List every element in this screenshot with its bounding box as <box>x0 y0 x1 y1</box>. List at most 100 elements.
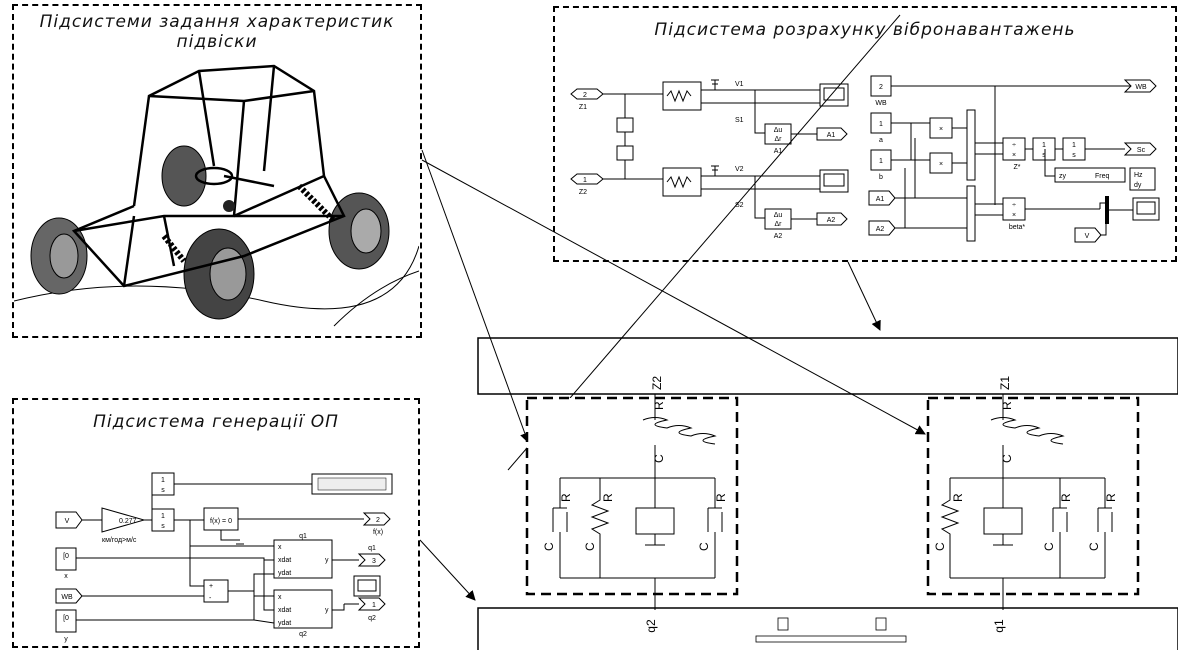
svg-text:1: 1 <box>372 602 376 609</box>
suspension-block-2 <box>663 168 701 196</box>
svg-text:y: y <box>325 557 329 564</box>
svg-text:V: V <box>1085 233 1090 240</box>
svg-text:÷: ÷ <box>1012 202 1016 209</box>
svg-text:2: 2 <box>879 84 883 91</box>
svg-text:C: C <box>1087 542 1101 551</box>
svg-text:Z2: Z2 <box>650 376 664 390</box>
svg-text:ydat: ydat <box>278 620 291 627</box>
svg-text:Δr: Δr <box>774 221 782 228</box>
svg-text:C: C <box>697 542 711 551</box>
svg-text:Hz: Hz <box>1134 172 1143 179</box>
svg-text:×: × <box>939 126 943 133</box>
svg-text:xdat: xdat <box>278 557 291 564</box>
road-profile-panel: Підсистема генерації ОП V 0.277 км/год>м… <box>12 398 420 648</box>
svg-text:beta*: beta* <box>1009 224 1026 231</box>
svg-text:A2: A2 <box>827 217 836 224</box>
svg-text:Z2: Z2 <box>579 189 587 196</box>
svg-text:C: C <box>1042 542 1056 551</box>
svg-text:R: R <box>1000 401 1014 410</box>
svg-text:s: s <box>161 487 165 494</box>
svg-text:q1: q1 <box>992 619 1006 633</box>
svg-text:Z*: Z* <box>1014 164 1021 171</box>
svg-text:WB: WB <box>61 594 73 601</box>
svg-text:C: C <box>583 542 597 551</box>
svg-text:R: R <box>1104 493 1118 502</box>
svg-text:q1: q1 <box>299 533 307 540</box>
mux-bar-1 <box>967 110 975 180</box>
vibro-panel-title: Підсистема розрахунку віброн­авантажень <box>555 20 1175 40</box>
svg-text:Z1: Z1 <box>998 376 1012 390</box>
svg-text:1: 1 <box>161 477 165 484</box>
svg-text:V2: V2 <box>735 166 744 173</box>
mass-block-bottom <box>617 146 633 160</box>
svg-text:[0: [0 <box>63 615 69 622</box>
car-body-beam <box>478 338 1178 394</box>
svg-text:S1: S1 <box>735 117 744 124</box>
svg-text:V1: V1 <box>735 81 744 88</box>
svg-text:dy: dy <box>1134 182 1142 189</box>
road-panel-title: Підсистема генерації ОП <box>14 412 418 432</box>
svg-text:q2: q2 <box>299 631 307 638</box>
svg-text:A1: A1 <box>827 132 836 139</box>
svg-text:y: y <box>325 607 329 614</box>
svg-text:x: x <box>64 573 68 580</box>
svg-text:q1: q1 <box>368 545 376 552</box>
svg-text:A2: A2 <box>876 226 885 233</box>
svg-text:C: C <box>542 542 556 551</box>
svg-text:x: x <box>278 544 282 551</box>
svg-text:zy: zy <box>1059 173 1067 180</box>
svg-text:Z1: Z1 <box>579 104 587 111</box>
svg-text:R: R <box>1059 493 1073 502</box>
svg-text:x: x <box>278 594 282 601</box>
svg-text:C: C <box>1000 454 1014 463</box>
svg-text:ydat: ydat <box>278 570 291 577</box>
mux-black-bar <box>1105 196 1109 224</box>
vibro-simulink-diagram: 2 Z1 1 Z2 V1 S1 V2 S2 Δu Δr A1 Δu Δr A2 <box>555 58 1175 258</box>
svg-text:×: × <box>1012 152 1016 159</box>
wheel-rear-hidden <box>162 146 206 206</box>
svg-text:1: 1 <box>879 158 883 165</box>
svg-text:÷: ÷ <box>1012 142 1016 149</box>
suspension-block-1 <box>663 82 701 110</box>
svg-text:V: V <box>65 518 70 525</box>
suspension-box-left <box>527 398 737 594</box>
svg-text:S2: S2 <box>735 202 744 209</box>
svg-text:A1: A1 <box>774 148 783 155</box>
svg-text:+: + <box>209 583 213 590</box>
svg-text:2: 2 <box>376 517 380 524</box>
svg-text:×: × <box>939 161 943 168</box>
svg-text:км/год>м/с: км/год>м/с <box>102 537 137 544</box>
svg-text:1: 1 <box>1072 142 1076 149</box>
svg-text:2: 2 <box>583 92 587 99</box>
svg-text:q2: q2 <box>644 619 658 633</box>
svg-text:R: R <box>652 401 666 410</box>
suspension-box-right <box>928 398 1138 594</box>
svg-text:xdat: xdat <box>278 607 291 614</box>
mux-bar-2 <box>967 186 975 241</box>
svg-text:b: b <box>879 174 883 181</box>
svg-text:WB: WB <box>875 100 887 107</box>
sum-block <box>204 580 228 602</box>
svg-text:q2: q2 <box>368 615 376 622</box>
svg-text:R: R <box>951 493 965 502</box>
svg-text:C: C <box>933 542 947 551</box>
svg-text:A2: A2 <box>774 233 783 240</box>
svg-text:3: 3 <box>372 558 376 565</box>
svg-text:1: 1 <box>879 121 883 128</box>
input-port-z2 <box>571 174 603 184</box>
vibro-load-panel: Підсистема розрахунку віброн­авантажень … <box>553 6 1177 262</box>
svg-text:Δr: Δr <box>774 136 782 143</box>
mass-block-top <box>617 118 633 132</box>
svg-text:[0: [0 <box>63 553 69 560</box>
suspension-characteristics-panel: Підсистеми задання характеристик підвіск… <box>12 4 422 338</box>
road-simulink-diagram: V 0.277 км/год>м/с 1 s 1 s f(x) = 0 2 f(… <box>14 458 418 648</box>
input-port-z1 <box>571 89 603 99</box>
svg-text:WB: WB <box>1135 84 1147 91</box>
road-marker-icons <box>756 618 906 642</box>
svg-text:1: 1 <box>583 177 587 184</box>
svg-text:R: R <box>714 493 728 502</box>
svg-text:s: s <box>1072 152 1076 159</box>
svg-text:Δu: Δu <box>774 212 783 219</box>
svg-text:A1: A1 <box>876 196 885 203</box>
svg-text:s: s <box>1042 152 1046 159</box>
